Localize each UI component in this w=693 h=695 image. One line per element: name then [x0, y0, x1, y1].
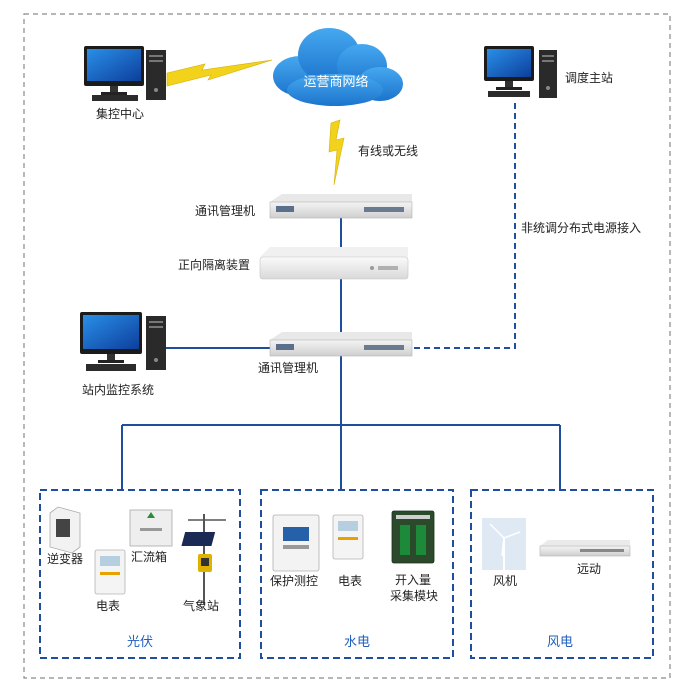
label-io-line2: 采集模块	[390, 589, 439, 603]
label-wind-turbine: 风机	[493, 574, 518, 588]
lightning-icon	[166, 59, 273, 87]
group-box-hydro	[260, 489, 454, 659]
label-comm-manager-top: 通讯管理机	[195, 204, 256, 218]
meter-icon	[332, 514, 364, 560]
solar-station-icon	[181, 514, 226, 604]
inverter-icon	[49, 506, 81, 554]
label-io-line1: 开入量	[395, 573, 432, 587]
label-station-monitoring: 站内监控系统	[82, 383, 155, 397]
label-dispatch-station: 调度主站	[565, 71, 614, 85]
label-link-wired: 有线或无线	[358, 144, 419, 158]
meter-icon	[94, 549, 126, 595]
wind-turbine-icon	[482, 518, 526, 570]
outer-border	[23, 13, 671, 679]
comm-manager-device-icon	[269, 194, 413, 219]
label-remote-terminal: 远动	[577, 562, 602, 576]
group-title-pv: 光伏	[126, 635, 154, 650]
computer-icon	[80, 312, 166, 371]
label-inverter: 逆变器	[47, 552, 84, 566]
group-title-hydro: 水电	[343, 635, 371, 650]
label-protection: 保护测控	[270, 574, 319, 588]
group-box-wind	[470, 489, 654, 659]
isolation-device-icon	[259, 247, 409, 280]
dispatch-link	[410, 103, 516, 349]
remote-terminal-icon	[539, 540, 631, 557]
lightning-icon	[328, 119, 345, 186]
label-weather-station: 气象站	[183, 599, 220, 613]
computer-icon	[484, 46, 557, 98]
label-meter-pv: 电表	[96, 599, 121, 613]
label-combiner-box: 汇流箱	[131, 550, 168, 564]
group-title-wind: 风电	[546, 635, 574, 650]
cloud-icon	[273, 28, 403, 106]
label-meter-hydro: 电表	[338, 574, 363, 588]
io-module-icon	[391, 510, 435, 564]
computer-icon	[84, 46, 166, 101]
label-operator-network: 运营商网络	[303, 75, 369, 90]
label-isolation: 正向隔离装置	[178, 258, 251, 272]
group-box-pv	[39, 489, 241, 659]
label-comm-manager-bottom: 通讯管理机	[258, 361, 319, 375]
label-dispatch-link: 非统调分布式电源接入	[521, 221, 642, 235]
combiner-box-icon	[129, 509, 173, 547]
protection-device-icon	[272, 514, 320, 572]
label-control-center: 集控中心	[96, 107, 145, 121]
comm-manager-device-icon	[269, 332, 413, 357]
